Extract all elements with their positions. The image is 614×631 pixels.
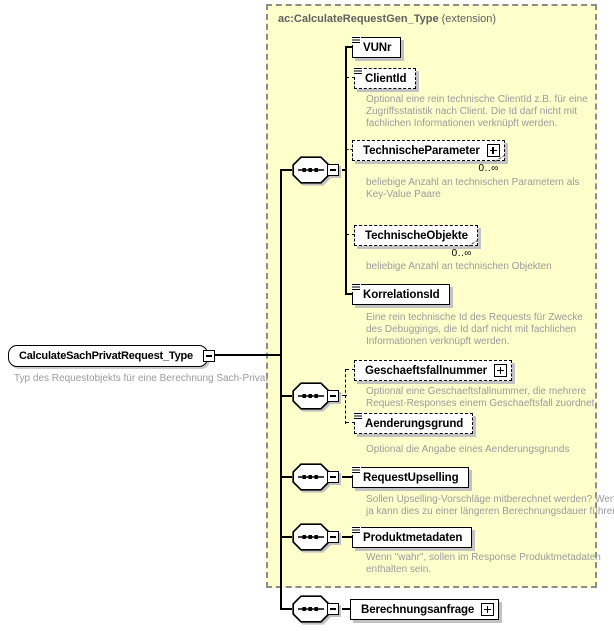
element-vunr[interactable]: VUNr bbox=[351, 36, 402, 58]
element-name: VUNr bbox=[363, 41, 392, 54]
element-description: Optional eine Geschaeftsfallnummer, die … bbox=[366, 386, 595, 409]
text-content-icon bbox=[351, 526, 361, 535]
element-description: Optional eine rein technische ClientId z… bbox=[366, 94, 588, 129]
collapse-icon[interactable] bbox=[327, 471, 339, 483]
connector-line bbox=[281, 395, 292, 397]
element-korrelationsid[interactable]: KorrelationsId bbox=[351, 283, 450, 305]
sequence-icon bbox=[292, 595, 330, 623]
element-name: Aenderungsgrund bbox=[365, 417, 464, 430]
occurs-connector-line bbox=[467, 239, 479, 247]
text-content-icon bbox=[351, 466, 361, 475]
sequence-compositor[interactable] bbox=[292, 382, 342, 410]
connector-line bbox=[342, 395, 347, 396]
connector-line bbox=[346, 422, 355, 423]
element-name: ClientId bbox=[365, 72, 407, 85]
expand-icon[interactable] bbox=[494, 364, 507, 377]
sequence-compositor[interactable] bbox=[292, 463, 342, 491]
element-name: TechnischeObjekte bbox=[365, 229, 468, 242]
element-name: KorrelationsId bbox=[363, 288, 440, 301]
element-aenderungsgrund[interactable]: Aenderungsgrund bbox=[353, 412, 474, 434]
occurs-label: 0..∞ bbox=[478, 163, 499, 174]
connector-line bbox=[346, 77, 355, 78]
connector-line bbox=[281, 476, 292, 478]
element-clientid[interactable]: ClientId bbox=[353, 67, 417, 89]
connector-line bbox=[346, 293, 353, 295]
sequence-compositor[interactable] bbox=[292, 156, 342, 184]
connector-line bbox=[280, 169, 282, 610]
element-produktmetadaten[interactable]: Produktmetadaten bbox=[351, 526, 473, 548]
element-description: Wenn "wahr", sollen im Response Produktm… bbox=[366, 552, 601, 575]
element-name: RequestUpselling bbox=[363, 471, 459, 484]
sequence-icon bbox=[292, 523, 330, 551]
occurs-label: 0..∞ bbox=[451, 248, 472, 259]
connector-line bbox=[345, 46, 347, 295]
expand-icon[interactable] bbox=[486, 144, 500, 157]
connector-line bbox=[281, 536, 292, 538]
text-content-icon bbox=[353, 412, 363, 421]
connector-line bbox=[281, 169, 292, 171]
element-description: beliebige Anzahl an technischen Paramete… bbox=[366, 177, 580, 200]
connector-line bbox=[346, 369, 355, 370]
element-description: beliebige Anzahl an technischen Objekten bbox=[366, 261, 552, 272]
text-content-icon bbox=[351, 283, 361, 292]
element-technischeparameter[interactable]: TechnischeParameter 0..∞ bbox=[352, 140, 506, 174]
connector-line bbox=[346, 46, 353, 48]
sequence-icon bbox=[292, 382, 330, 410]
connector-line bbox=[342, 608, 351, 610]
connector-line bbox=[345, 369, 346, 424]
text-content-icon bbox=[353, 67, 363, 76]
connector-line bbox=[346, 149, 353, 150]
extension-title: ac:CalculateRequestGen_Type (extension) bbox=[278, 13, 496, 25]
collapse-icon[interactable] bbox=[202, 350, 215, 362]
element-name: Berechnungsanfrage bbox=[361, 603, 475, 616]
collapse-icon[interactable] bbox=[327, 603, 339, 615]
element-description: Optional die Angabe eines Aenderungsgrun… bbox=[366, 444, 570, 455]
element-name: CalculateSachPrivatRequest_Type bbox=[19, 350, 193, 362]
element-name: Produktmetadaten bbox=[363, 531, 463, 544]
text-content-icon bbox=[351, 36, 361, 45]
element-requestupselling[interactable]: RequestUpselling bbox=[351, 466, 469, 488]
sequence-compositor[interactable] bbox=[292, 595, 342, 623]
element-name: TechnischeParameter bbox=[363, 144, 480, 157]
connector-line bbox=[346, 234, 355, 235]
extension-qualifier: (extension) bbox=[438, 13, 497, 25]
collapse-icon[interactable] bbox=[327, 531, 339, 543]
connector-line bbox=[342, 169, 347, 171]
connector-line bbox=[342, 476, 353, 478]
element-geschaeftsfallnummer[interactable]: Geschaeftsfallnummer bbox=[354, 360, 512, 381]
root-element[interactable]: CalculateSachPrivatRequest_Type bbox=[8, 345, 215, 367]
expand-icon[interactable] bbox=[481, 603, 495, 616]
connector-line bbox=[342, 536, 353, 538]
root-description: Typ des Requestobjekts für eine Berechnu… bbox=[14, 373, 269, 384]
element-description: Sollen Upselling-Vorschläge mitberechnet… bbox=[366, 494, 614, 517]
connector-line bbox=[281, 608, 292, 610]
sequence-compositor[interactable] bbox=[292, 523, 342, 551]
connector-line bbox=[200, 354, 281, 356]
element-berechnungsanfrage[interactable]: Berechnungsanfrage bbox=[350, 599, 500, 620]
extension-type-name: ac:CalculateRequestGen_Type bbox=[278, 13, 439, 25]
collapse-icon[interactable] bbox=[327, 164, 339, 176]
element-description: Eine rein technische Id des Requests für… bbox=[366, 312, 583, 347]
element-technischeobjekte[interactable]: TechnischeObjekte 0..∞ bbox=[354, 225, 479, 259]
collapse-icon[interactable] bbox=[327, 390, 339, 402]
element-name: Geschaeftsfallnummer bbox=[365, 364, 487, 377]
sequence-icon bbox=[292, 463, 330, 491]
sequence-icon bbox=[292, 156, 330, 184]
